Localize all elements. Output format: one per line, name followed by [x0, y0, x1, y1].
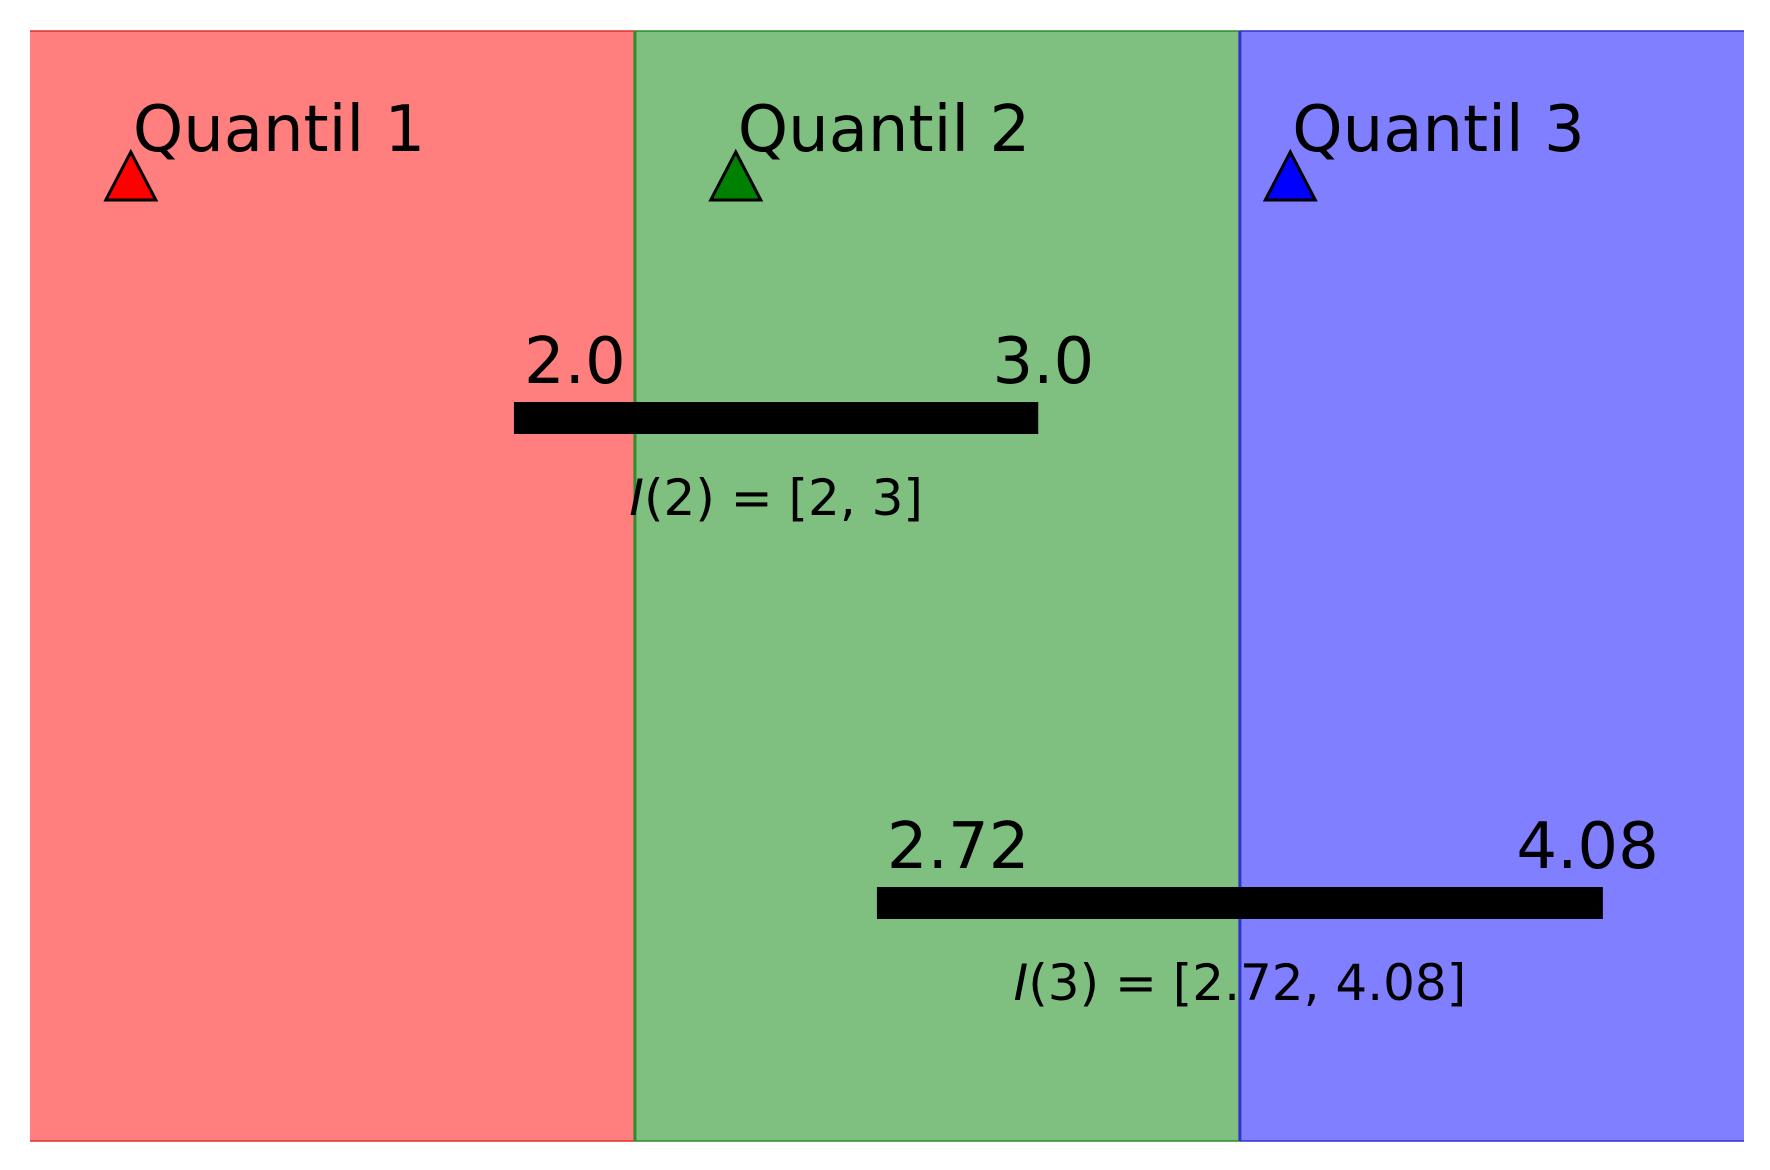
triangle-up-icon — [103, 148, 159, 202]
interval-name-prefix: I — [629, 469, 644, 527]
interval-start-label: 2.0 — [524, 325, 626, 399]
interval-bar — [513, 402, 1039, 434]
interval-end-label: 3.0 — [992, 325, 1094, 399]
interval-name-label: I(3) = [2.72, 4.08] — [1014, 954, 1467, 1012]
interval-end-label: 4.08 — [1516, 810, 1659, 884]
quantile-region-3-edges — [1238, 30, 1744, 1142]
quantile-markers: Quantil 1 Quantil 2 Quantil 3 — [103, 93, 1585, 202]
quantile-region-1-edges — [30, 30, 635, 1142]
quantile-region-2 — [634, 31, 1240, 1141]
interval-name-prefix: I — [1014, 954, 1029, 1012]
quantile-label-2: Quantil 2 — [738, 93, 1030, 167]
interval-start-label: 2.72 — [887, 810, 1030, 884]
quantile-region-2-edges — [633, 30, 1240, 1142]
quantile-label-1: Quantil 1 — [133, 93, 425, 167]
triangle-up-icon — [1262, 148, 1318, 202]
quantile-region-1 — [30, 31, 635, 1141]
interval-name-rest: (2) = [2, 3] — [644, 469, 923, 527]
interval-2: 2.0 3.0I(2) = [2, 3] — [513, 325, 1094, 527]
interval-name-label: I(2) = [2, 3] — [629, 469, 923, 527]
interval-name-rest: (3) = [2.72, 4.08] — [1028, 954, 1466, 1012]
quantile-label-3: Quantil 3 — [1292, 93, 1584, 167]
interval-bar — [876, 887, 1603, 919]
quantile-regions — [30, 30, 1744, 1142]
interval-3: 2.72 4.08I(3) = [2.72, 4.08] — [876, 810, 1659, 1012]
triangle-up-icon — [708, 148, 764, 202]
quantile-region-3 — [1239, 31, 1744, 1141]
